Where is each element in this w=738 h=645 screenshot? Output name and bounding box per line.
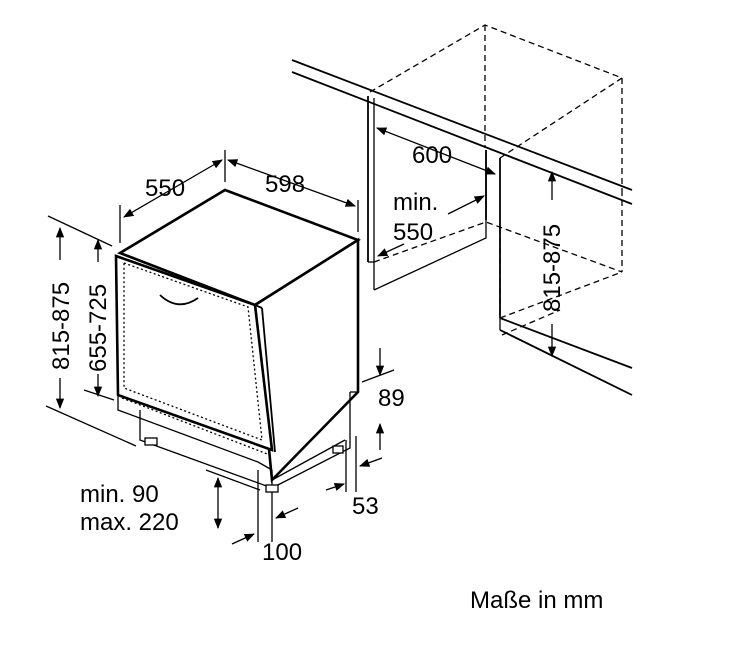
niche-depth-dimension <box>377 195 485 257</box>
niche-width-label: 600 <box>412 142 452 169</box>
plinth-top-dimension <box>361 348 395 450</box>
niche-height-label: 815-875 <box>539 224 566 312</box>
plinth-height-dimension <box>205 469 261 530</box>
width-dimension <box>227 159 359 232</box>
units-note: Maße in mm <box>470 587 603 614</box>
plinth-depth-dimension <box>231 470 299 545</box>
plinth-min-label: min. 90 <box>80 481 159 508</box>
door-height-dimension <box>83 238 115 401</box>
niche-depth-min-label: min. <box>393 189 438 216</box>
depth-dimension <box>119 150 226 243</box>
depth-label: 550 <box>145 175 185 202</box>
niche-depth-value-label: 550 <box>393 219 433 246</box>
plinth-top-label: 89 <box>378 385 405 412</box>
plinth-side-label: 53 <box>352 493 379 520</box>
plinth-side-dimension <box>325 436 383 492</box>
appliance-height-label: 815-875 <box>48 282 75 370</box>
dishwasher-body <box>114 188 361 493</box>
plinth-max-label: max. 220 <box>80 509 179 536</box>
niche-cabinet <box>291 24 633 396</box>
door-height-label: 655-725 <box>85 284 112 372</box>
niche-width-dimension <box>376 127 496 175</box>
width-label: 598 <box>265 171 305 198</box>
plinth-depth-label: 100 <box>262 539 302 566</box>
